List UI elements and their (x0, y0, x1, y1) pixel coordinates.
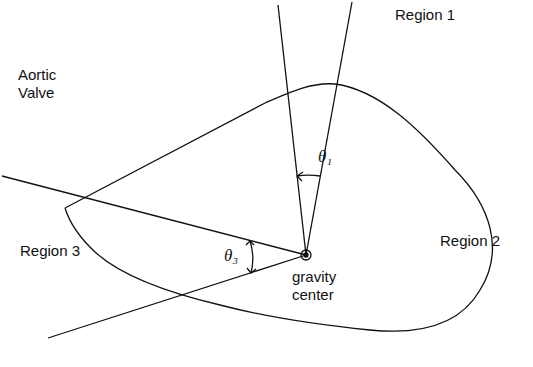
region-label: Region 3 (20, 242, 110, 260)
ventricle-outline (65, 84, 492, 331)
point-label: gravity center (292, 268, 362, 304)
gravity-center-ring (301, 250, 311, 260)
angle-label: θ₁ (318, 148, 348, 166)
gravity-center-dot (304, 253, 308, 257)
theta3-arrows (246, 241, 256, 273)
region1-left-ray (278, 5, 306, 255)
angle-label: θ₃ (224, 247, 254, 265)
theta1-arrow (297, 172, 303, 181)
region-label: Region 2 (440, 232, 530, 250)
region-label: Region 1 (395, 6, 485, 24)
structure-label: Aortic Valve (18, 66, 80, 102)
valve-line (65, 103, 265, 208)
theta1-arc (297, 175, 320, 177)
theta3-arc (250, 241, 253, 273)
region3-lower-ray (48, 255, 306, 338)
region1-right-ray (306, 2, 352, 255)
